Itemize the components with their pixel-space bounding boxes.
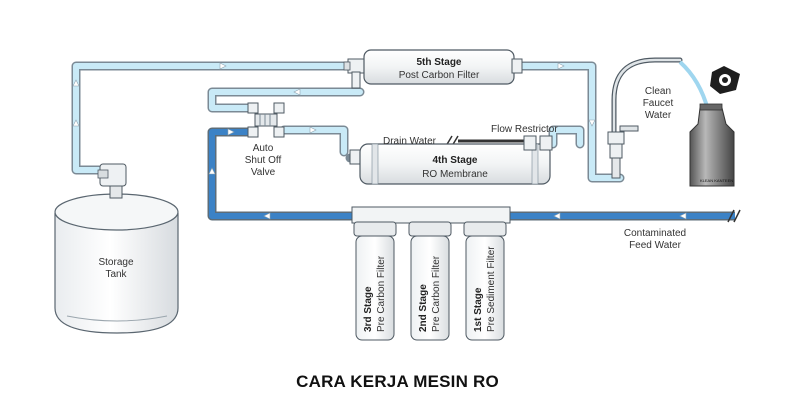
water-bottle: KLEAN KANTEEN: [689, 66, 740, 187]
feed-water-label-line1: Contaminated: [624, 228, 686, 239]
pre-filter-housings: 3rd Stage Pre Carbon Filter 2nd Stage Pr…: [351, 206, 511, 341]
flow-arrows: [72, 62, 687, 220]
faucet-label-line2: Faucet: [643, 98, 674, 109]
auto-valve-label-line2: Shut Off: [245, 155, 282, 166]
storage-tank-label-line2: Tank: [105, 269, 127, 280]
faucet-label-line1: Clean: [645, 86, 671, 97]
stage2-title: 2nd Stage: [418, 284, 429, 332]
stage1-title: 1st Stage: [473, 287, 484, 332]
auto-valve-label-line3: Valve: [251, 167, 276, 178]
bottle-cap-icon: [710, 66, 740, 94]
drain-water-label: Drain Water: [383, 136, 437, 147]
stage5-subtitle: Post Carbon Filter: [399, 70, 480, 81]
stage3-pre-carbon-filter: 3rd Stage Pre Carbon Filter: [353, 221, 397, 341]
stage1-pre-sediment-filter: 1st Stage Pre Sediment Filter: [463, 221, 507, 341]
feed-water-label-line2: Feed Water: [629, 240, 682, 251]
faucet-label-line3: Water: [645, 110, 672, 121]
stage5-post-carbon-filter: 5th Stage Post Carbon Filter: [343, 49, 523, 89]
auto-shut-off-valve: Auto Shut Off Valve: [245, 102, 285, 178]
stage5-title: 5th Stage: [416, 57, 461, 68]
stage2-subtitle: Pre Carbon Filter: [431, 255, 442, 332]
stage1-subtitle: Pre Sediment Filter: [486, 246, 497, 332]
tank-valve: [97, 163, 127, 199]
auto-valve-label-line1: Auto: [253, 143, 274, 154]
stage4-subtitle: RO Membrane: [422, 169, 488, 180]
stage2-pre-carbon-filter: 2nd Stage Pre Carbon Filter: [408, 221, 452, 341]
stage4-title: 4th Stage: [432, 155, 477, 166]
bottle-logo: KLEAN KANTEEN: [700, 178, 733, 183]
stage3-subtitle: Pre Carbon Filter: [376, 255, 387, 332]
stage4-ro-membrane: 4th Stage RO Membrane: [349, 135, 553, 185]
flow-restrictor-label: Flow Restrictor: [491, 124, 558, 135]
stage3-title: 3rd Stage: [363, 286, 374, 332]
page-title: CARA KERJA MESIN RO: [296, 372, 499, 391]
storage-tank-label-line1: Storage: [98, 257, 133, 268]
storage-tank: Storage Tank: [54, 163, 179, 334]
